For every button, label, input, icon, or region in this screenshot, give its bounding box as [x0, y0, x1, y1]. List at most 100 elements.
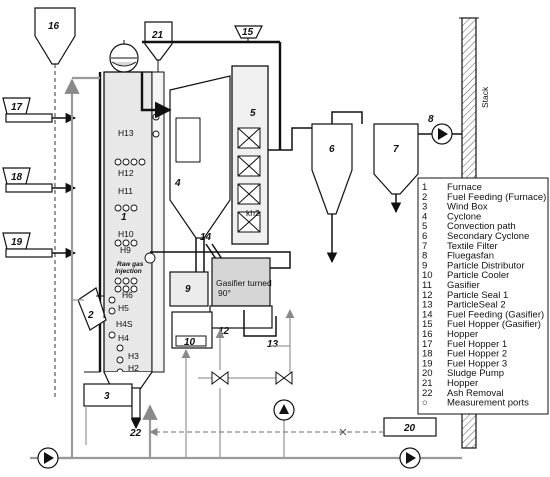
legend-number: 20	[422, 368, 433, 379]
secondary-cyclone-6: 6	[311, 123, 353, 264]
legend-number: 12	[422, 290, 433, 301]
legend-label: Ash Removal	[447, 388, 504, 399]
stack-label: Stack	[480, 86, 490, 108]
particle-cooler-number: 10	[184, 337, 196, 348]
sludge-pump-20: 20	[149, 417, 437, 437]
legend-label: Textile Filter	[447, 241, 498, 252]
fluegas-fan-number: 8	[428, 114, 434, 125]
raw-gas-line1: Raw gas	[117, 261, 144, 268]
raw-gas-return	[150, 251, 291, 269]
legend-number: 3	[422, 202, 427, 213]
height-h10: H10	[118, 229, 134, 239]
legend-label: Fluegasfan	[447, 251, 494, 262]
furnace-1: 1 H13 H12 H11 H10 H9 Raw gas Injection H…	[98, 71, 165, 385]
fuel-hopper-17: 17	[2, 97, 77, 124]
legend-label: Cyclone	[447, 211, 481, 222]
legend-box: 1 Furnace 2 Fuel Feeding (Furnace) 3 Wind Box…	[417, 177, 549, 415]
hopper-16-number: 16	[48, 21, 60, 32]
particle-seal-2-number: 13	[267, 339, 279, 350]
legend-number: 21	[422, 378, 433, 389]
furnace-number: 1	[121, 212, 127, 223]
height-h4s: H4S	[116, 319, 133, 329]
gasifier-label-line2: 90°	[218, 288, 231, 298]
ash-removal-number: 22	[129, 428, 142, 439]
convection-number: 5	[250, 108, 256, 119]
legend-label: Particle Cooler	[447, 270, 509, 281]
raw-gas-nozzle	[144, 252, 156, 264]
gasifier-label-line1: Gasifier turned	[216, 278, 272, 288]
legend-label: Wind Box	[447, 202, 488, 213]
fluegas-fan-8: 8	[428, 114, 462, 145]
legend-number: 1	[422, 182, 427, 193]
wind-box-3: 3	[83, 383, 133, 407]
wind-box-number: 3	[104, 391, 110, 402]
legend-number: 2	[422, 192, 427, 203]
fuel-hopper-18-number: 18	[11, 172, 23, 183]
legend-number: 15	[422, 319, 433, 330]
fuel-feeding-14-number: 14	[200, 232, 212, 243]
height-h6: H6	[122, 290, 133, 300]
legend-label: Fuel Hopper 1	[447, 339, 507, 350]
legend-label: Measurement ports	[447, 398, 529, 409]
ash-removal-22: 22	[129, 387, 142, 439]
pump-right	[399, 447, 421, 469]
height-h5: H5	[118, 303, 129, 313]
legend-number: 18	[422, 349, 433, 360]
legend-number: 17	[422, 339, 433, 350]
cyclone-number: 4	[174, 178, 181, 189]
height-h4: H4	[118, 333, 129, 343]
flue-to-cyclone	[140, 72, 172, 119]
sludge-pump-number: 20	[403, 423, 416, 434]
steam-drum	[109, 40, 139, 73]
valve-right	[275, 371, 293, 385]
particle-seal-2-13: 13	[243, 310, 279, 350]
fuel-hopper-19: 19	[2, 232, 77, 259]
legend-number: 14	[422, 309, 433, 320]
particle-distributor-9: 9	[169, 271, 209, 307]
legend-label: Furnace	[447, 182, 482, 193]
legend-label: Particle Distributor	[447, 260, 525, 271]
legend-label: ParticleSeal 2	[447, 300, 506, 311]
legend-number: 10	[422, 270, 433, 281]
height-h12: H12	[118, 168, 134, 178]
flue-to-secondary-cyclone	[268, 127, 318, 151]
legend-number: 6	[422, 231, 427, 242]
legend-number: 22	[422, 388, 433, 399]
legend-label: Sludge Pump	[447, 368, 504, 379]
legend-number: 9	[422, 260, 427, 271]
measurement-ports	[108, 113, 242, 376]
height-h9: H9	[120, 245, 131, 255]
fuel-hopper-19-number: 19	[11, 237, 23, 248]
fuel-hopper-18: 18	[2, 167, 77, 194]
legend-label: Fuel Hopper 2	[447, 349, 507, 360]
legend-number: ○	[422, 398, 428, 409]
height-h11: H11	[118, 186, 133, 196]
legend-label: Convection path	[447, 221, 516, 232]
legend-label: Hopper	[447, 378, 478, 389]
legend-number: 7	[422, 241, 427, 252]
height-h13: H13	[118, 128, 134, 138]
raw-gas-line2: Injection	[115, 268, 142, 275]
legend-number: 4	[422, 211, 427, 222]
fuel-hopper-17-number: 17	[11, 102, 23, 113]
cyclone-to-filter	[331, 111, 363, 124]
legend-label: Fuel Feeding (Furnace)	[447, 192, 546, 203]
cyclone-4: 4	[169, 75, 231, 275]
textile-filter-number: 7	[393, 144, 399, 155]
legend-number: 8	[422, 251, 427, 262]
legend-number: 5	[422, 221, 427, 232]
legend-number: 19	[422, 358, 433, 369]
valve-left	[211, 371, 229, 385]
legend-number: 16	[422, 329, 433, 340]
legend-number: 11	[422, 280, 432, 291]
convection-path-5: 5 kh2	[231, 65, 269, 245]
particle-distributor-number: 9	[185, 284, 191, 295]
legend-number: 13	[422, 300, 433, 311]
pump-left	[37, 447, 59, 469]
legend-label: Gasifier	[447, 280, 480, 291]
legend-label: Fuel Feeding (Gasifier)	[447, 309, 544, 320]
legend-label: Particle Seal 1	[447, 290, 508, 301]
fuel-feeding-furnace-2: 2	[77, 287, 107, 331]
hopper-21-number: 21	[151, 30, 164, 41]
